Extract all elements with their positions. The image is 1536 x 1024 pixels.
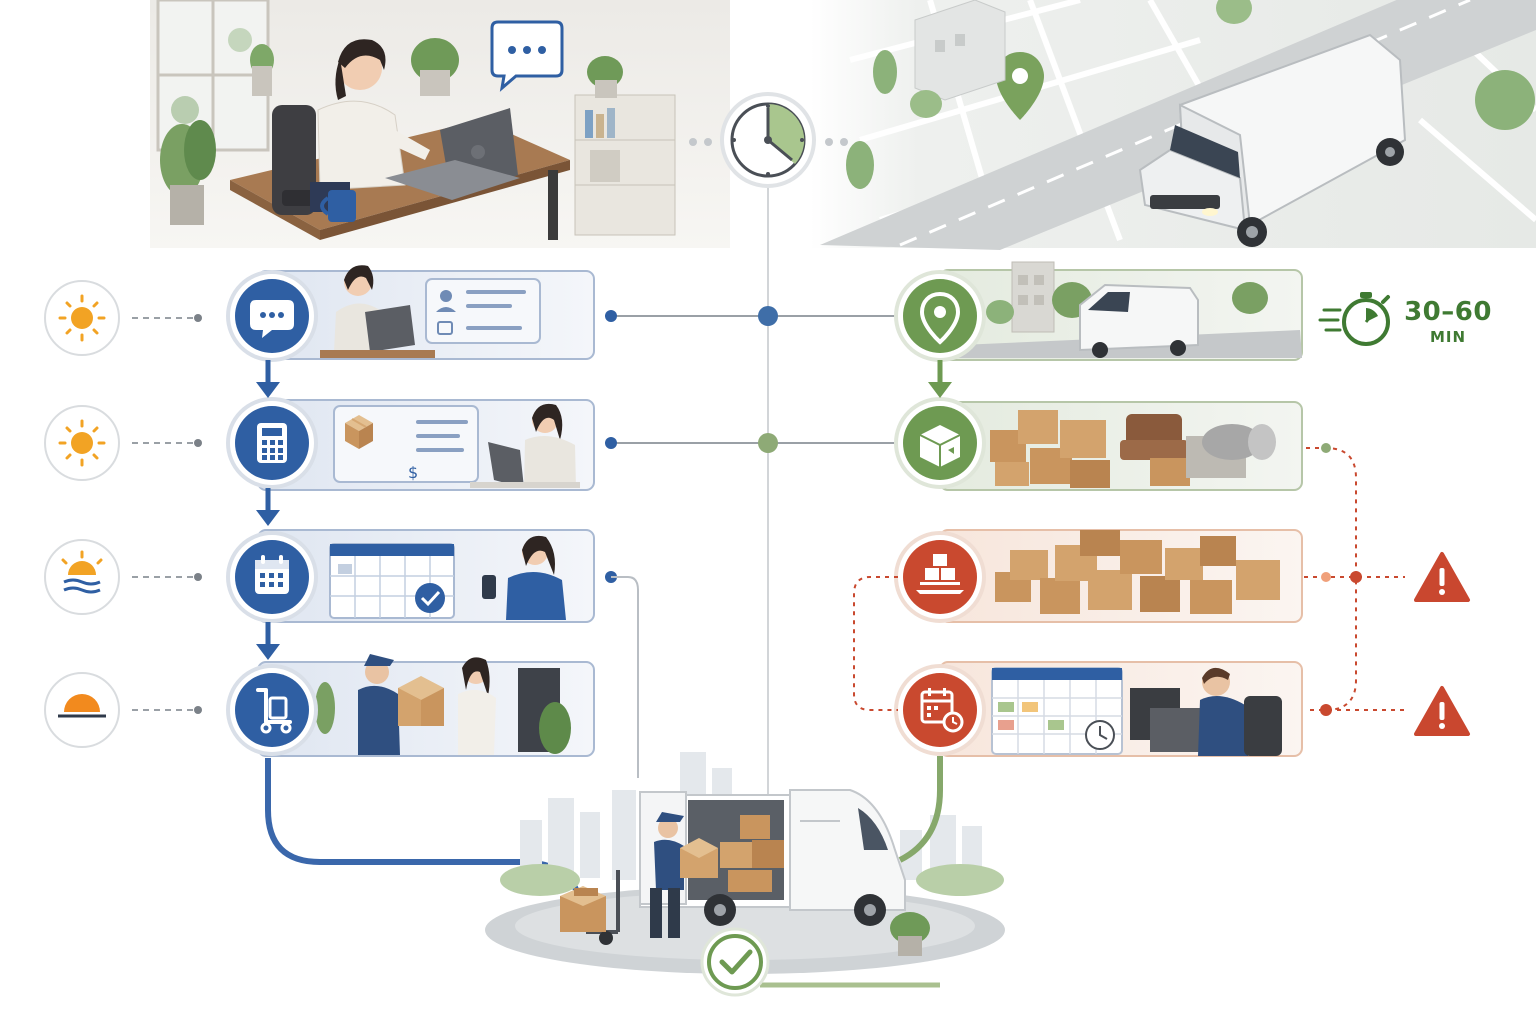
clock-icon <box>720 92 816 188</box>
home-office-scene <box>150 0 730 248</box>
time-dashed-links <box>132 317 196 711</box>
hand-truck-with-boxes <box>560 870 620 945</box>
stopwatch-icon <box>1318 292 1390 346</box>
operations-flow-arrow <box>928 360 952 398</box>
exception-loop-nodes <box>1320 443 1362 716</box>
dispatcher-rescheduling <box>991 667 1282 756</box>
map-trees <box>846 0 1535 189</box>
customer-profile-card <box>425 278 541 344</box>
mover-loading-box <box>650 812 718 938</box>
cross-lane-connectors <box>617 306 902 453</box>
time-of-day-column <box>44 280 202 748</box>
floor-plant <box>160 120 216 225</box>
bushes <box>500 864 1004 896</box>
customer-flow-arrows <box>256 360 280 660</box>
coffee-mug <box>320 190 356 222</box>
customer-step-pickup <box>226 654 595 757</box>
hand-truck-icon <box>256 688 292 734</box>
warning-icon <box>1414 686 1470 736</box>
time-icon-morning <box>44 280 120 356</box>
delivery-van-on-road <box>1138 33 1407 247</box>
operations-step-arrival <box>894 261 1303 362</box>
building <box>914 0 1006 101</box>
boxes-and-furniture-inventory <box>990 410 1276 488</box>
van-arriving-at-building <box>958 261 1302 358</box>
duration-value: 30–60 <box>1404 297 1492 327</box>
bookshelf <box>574 56 676 236</box>
location-pin-icon <box>996 52 1044 120</box>
time-icon-evening <box>44 672 120 748</box>
woman-reviewing-quote-for-package <box>470 403 580 488</box>
calendar-clock-icon <box>920 688 964 733</box>
customer-step-booking <box>226 529 639 778</box>
calculator-icon <box>257 423 287 463</box>
mover-handing-box-to-customer <box>315 654 571 755</box>
location-pin-icon <box>919 291 961 345</box>
booking-calendar <box>329 543 455 619</box>
chat-bubble-icon <box>250 300 294 338</box>
operations-step-inventory <box>894 397 1303 491</box>
quote-sheet: $ <box>333 405 479 483</box>
exception-step-reschedule <box>894 661 1303 757</box>
exception-step-large-volume <box>894 529 1303 623</box>
calendar-icon <box>255 555 289 594</box>
woman-typing-inquiry-on-laptop <box>320 265 435 358</box>
stacked-boxes-icon <box>916 554 964 594</box>
operations-to-loading-path <box>898 756 943 863</box>
chat-bubble-icon <box>490 20 564 92</box>
warning-icon <box>1414 552 1470 602</box>
customer-step-quote: $ <box>226 397 617 491</box>
window <box>156 0 270 152</box>
woman-booking-on-phone <box>482 535 566 620</box>
duration-unit: MIN <box>1429 328 1467 346</box>
laptop <box>385 108 520 200</box>
top-connector-dots <box>689 138 848 146</box>
svg-text:$: $ <box>408 463 418 482</box>
delivery-duration-label: 30–60 MIN <box>1398 296 1498 346</box>
customer-step-inquiry <box>226 265 617 362</box>
map-scene <box>810 0 1536 250</box>
box-icon <box>919 425 961 467</box>
time-icon-afternoon <box>44 539 120 615</box>
exception-loop <box>853 447 1405 711</box>
check-icon <box>700 927 770 997</box>
shelf-plant <box>250 38 459 96</box>
potted-plant <box>890 912 930 956</box>
large-volume-of-boxes <box>995 530 1280 614</box>
time-icon-midday <box>44 405 120 481</box>
